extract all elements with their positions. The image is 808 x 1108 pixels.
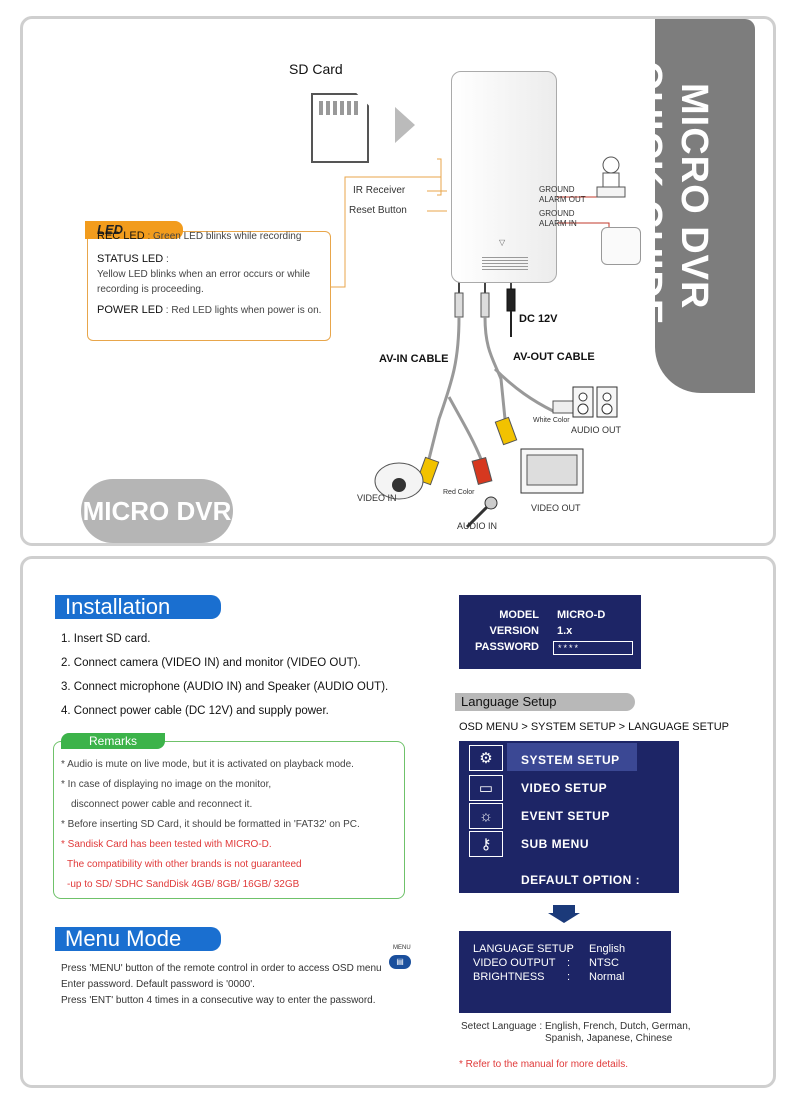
menu-mode-line-1: Press 'MENU' button of the remote contro…	[61, 963, 382, 974]
audio-out-connector	[552, 400, 576, 414]
install-step-2: 2. Connect camera (VIDEO IN) and monitor…	[61, 657, 361, 669]
menu-item-video-setup[interactable]: VIDEO SETUP	[521, 781, 608, 795]
av-out-cable	[483, 316, 507, 420]
menu-button-icon: ▤	[389, 955, 411, 969]
menu-selection-highlight	[507, 743, 637, 771]
alarm-in-label: ALARM IN	[539, 219, 577, 228]
remark-line-6: The compatibility with other brands is n…	[67, 859, 302, 870]
device-grille	[482, 256, 528, 270]
osd-login-screen: MODEL MICRO-D VERSION 1.x PASSWORD ****	[459, 595, 641, 669]
audio-out-label: AUDIO OUT	[571, 425, 622, 435]
osd-main-menu: ⚙ SYSTEM SETUP ▭ VIDEO SETUP ☼ EVENT SET…	[459, 741, 679, 893]
alarm-out-label: ALARM OUT	[539, 195, 586, 204]
rec-led-text: REC LED : Green LED blinks while recordi…	[97, 230, 302, 242]
red-color-label: Red Color	[443, 489, 475, 496]
language-setup-row-key: LANGUAGE SETUP	[473, 943, 574, 955]
arrow-right-icon	[395, 107, 415, 143]
remark-line-4: * Before inserting SD Card, it should be…	[61, 819, 360, 830]
menu-item-system-setup[interactable]: SYSTEM SETUP	[521, 753, 620, 767]
av-in-plug	[454, 292, 464, 318]
av-out-cable-branch	[493, 367, 554, 413]
brightness-row-value[interactable]: Normal	[589, 971, 625, 983]
sub-menu-key-icon: ⚷	[469, 831, 503, 857]
av-in-cable	[427, 316, 461, 460]
av-out-cable-label: AV-OUT CABLE	[513, 351, 595, 363]
instructions-panel: Installation 1. Insert SD card. 2. Conne…	[20, 556, 776, 1088]
remarks-box	[53, 741, 405, 899]
av-in-cable-branch	[447, 396, 483, 460]
menu-mode-line-3: Press 'ENT' button 4 times in a consecut…	[61, 995, 376, 1006]
install-step-1: 1. Insert SD card.	[61, 633, 151, 645]
video-output-row-value[interactable]: NTSC	[589, 957, 619, 969]
menu-tiny-label: MENU	[393, 945, 411, 951]
sd-card-label: SD Card	[289, 61, 343, 77]
system-setup-icon: ⚙	[469, 745, 503, 771]
av-in-cable-label: AV-IN CABLE	[379, 353, 449, 365]
status-led-text: Yellow LED blinks when an error occurs o…	[97, 269, 311, 295]
install-step-3: 3. Connect microphone (AUDIO IN) and Spe…	[61, 681, 389, 693]
remarks-title: Remarks	[61, 733, 165, 749]
remark-line-7: -up to SD/ SDHC SandDisk 4GB/ 8GB/ 16GB/…	[67, 879, 300, 890]
menu-item-default-option[interactable]: DEFAULT OPTION :	[521, 873, 641, 887]
micro-dvr-pill: MICRO DVR	[81, 479, 233, 543]
video-out-connector	[494, 416, 518, 446]
video-setup-icon: ▭	[469, 775, 503, 801]
osd-language-screen: LANGUAGE SETUP : English VIDEO OUTPUT : …	[459, 931, 671, 1013]
led-info-box	[87, 231, 331, 341]
white-color-label: White Color	[533, 417, 570, 424]
menu-path: OSD MENU > SYSTEM SETUP > LANGUAGE SETUP	[459, 721, 729, 733]
brightness-row-key: BRIGHTNESS	[473, 971, 545, 983]
alarm-sensor-icon	[601, 227, 641, 265]
model-value: MICRO-D	[557, 609, 606, 621]
event-setup-icon: ☼	[469, 803, 503, 829]
dvr-device: ▽	[451, 71, 557, 283]
power-led-text: POWER LED : Red LED lights when power is…	[97, 304, 322, 316]
side-title-micro-dvr: MICRO DVR	[673, 83, 715, 310]
remark-line-3: disconnect power cable and reconnect it.	[71, 799, 253, 810]
video-in-label: VIDEO IN	[357, 493, 397, 503]
password-key: PASSWORD	[475, 641, 539, 653]
version-key: VERSION	[489, 625, 539, 637]
video-out-label: VIDEO OUT	[531, 503, 581, 513]
ir-receiver-label: IR Receiver	[353, 185, 406, 196]
arrow-down-icon	[548, 905, 580, 923]
remark-line-2: * In case of displaying no image on the …	[61, 779, 272, 790]
av-out-plug	[480, 292, 490, 318]
language-setup-row-value[interactable]: English	[589, 943, 626, 955]
dc-plug	[506, 288, 516, 312]
version-value: 1.x	[557, 625, 573, 637]
menu-mode-title: Menu Mode	[55, 927, 221, 951]
select-language-text: Setect Language : English, French, Dutch…	[461, 1021, 691, 1044]
led-bracket	[437, 158, 442, 196]
title-tab: MICRO DVR QUICK GUIDE	[627, 19, 755, 393]
led-title: LED	[85, 221, 183, 239]
menu-item-event-setup[interactable]: EVENT SETUP	[521, 809, 610, 823]
language-setup-title: Language Setup	[455, 693, 635, 711]
video-output-row-key: VIDEO OUTPUT	[473, 957, 556, 969]
wiring-diagram	[331, 156, 626, 529]
siren-icon	[602, 172, 620, 188]
password-field[interactable]: ****	[553, 641, 633, 655]
ground-label-2: GROUND	[539, 209, 575, 218]
refer-manual-note: * Refer to the manual for more details.	[459, 1059, 628, 1070]
model-key: MODEL	[499, 609, 539, 621]
status-led-key: STATUS LED :	[97, 253, 169, 265]
menu-item-sub-menu[interactable]: SUB MENU	[521, 837, 590, 851]
device-logo-mark: ▽	[499, 238, 506, 247]
remark-line-1: * Audio is mute on live mode, but it is …	[61, 759, 354, 770]
audio-in-connector	[471, 456, 493, 486]
installation-title: Installation	[55, 595, 221, 619]
menu-mode-line-2: Enter password. Default password is '000…	[61, 979, 255, 990]
remark-line-5: * Sandisk Card has been tested with MICR…	[61, 839, 272, 850]
microphone-icon	[465, 503, 491, 529]
hardware-panel: MICRO DVR QUICK GUIDE MICRO DVR	[20, 16, 776, 546]
reset-button-label: Reset Button	[349, 205, 407, 216]
audio-in-label: AUDIO IN	[457, 521, 498, 531]
install-step-4: 4. Connect power cable (DC 12V) and supp…	[61, 705, 329, 717]
led-connector-line	[331, 176, 441, 288]
ground-label-1: GROUND	[539, 185, 575, 194]
sd-card-icon	[311, 93, 369, 163]
side-title-quick-guide: QUICK GUIDE	[627, 61, 669, 326]
dc12v-label: DC 12V	[519, 313, 558, 325]
